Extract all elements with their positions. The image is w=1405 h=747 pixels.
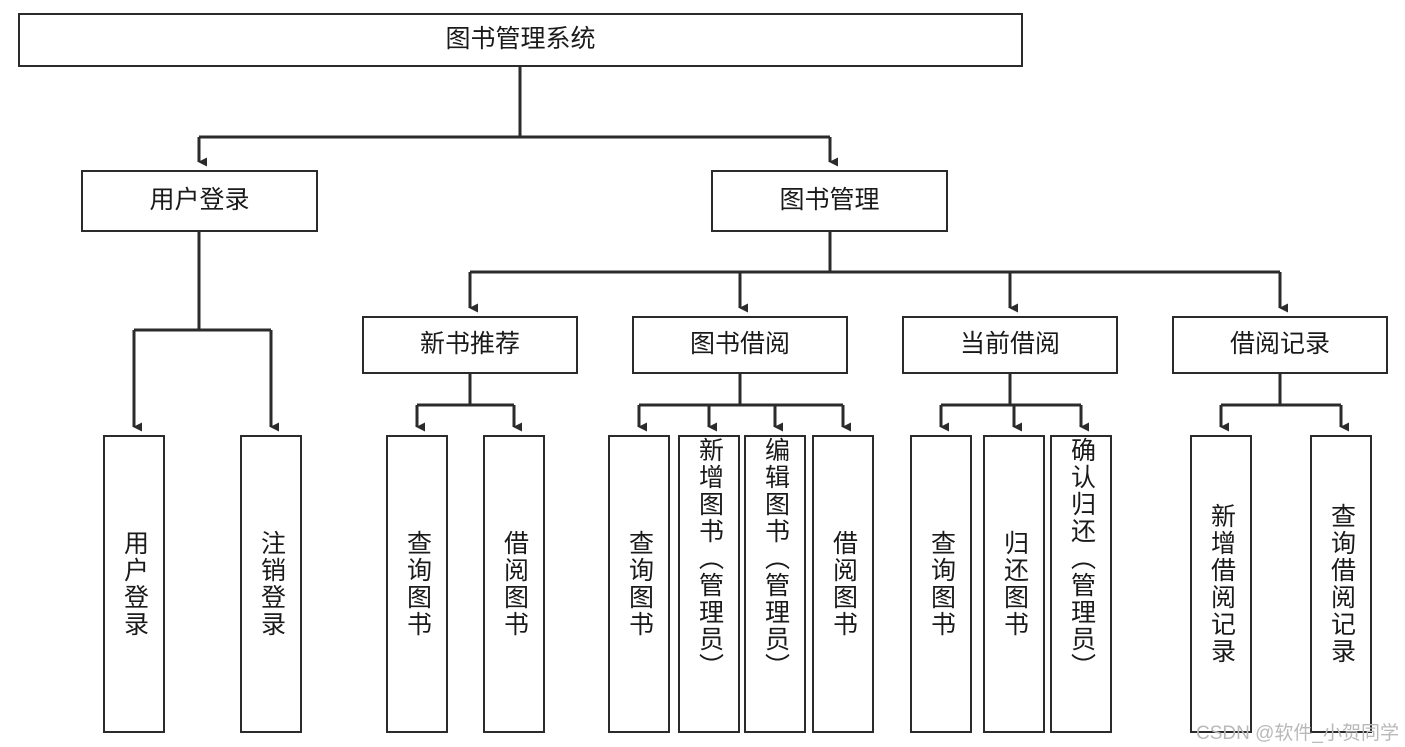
node-current-borrow-label: 当前借阅	[959, 330, 1060, 359]
node-leaf-add-borrow-record[interactable]: 新增借阅记录	[1190, 435, 1252, 733]
node-user-login-label: 用户登录	[149, 186, 250, 215]
node-leaf-add-book-admin[interactable]: 新增图书（管理员）	[678, 435, 740, 733]
node-root-label: 图书管理系统	[445, 25, 596, 54]
node-leaf-borrow-book[interactable]: 借阅图书	[812, 435, 874, 733]
node-leaf-edit-book-admin-label: 编辑图书（管理员）	[761, 437, 790, 680]
node-leaf-query-book-current[interactable]: 查询图书	[910, 435, 972, 733]
node-current-borrow[interactable]: 当前借阅	[902, 316, 1118, 374]
node-leaf-query-book-recommend-label: 查询图书	[403, 530, 432, 638]
node-leaf-logout-login-label: 注销登录	[257, 530, 286, 638]
node-root-system[interactable]: 图书管理系统	[18, 13, 1023, 67]
node-leaf-edit-book-admin[interactable]: 编辑图书（管理员）	[744, 435, 806, 733]
node-leaf-borrow-book-label: 借阅图书	[829, 530, 858, 638]
node-new-book-recommend-label: 新书推荐	[419, 330, 520, 359]
node-new-book-recommend[interactable]: 新书推荐	[362, 316, 578, 374]
node-leaf-borrow-book-recommend[interactable]: 借阅图书	[483, 435, 545, 733]
node-leaf-query-book-borrow[interactable]: 查询图书	[608, 435, 670, 733]
node-book-management-label: 图书管理	[779, 186, 880, 215]
node-book-borrow[interactable]: 图书借阅	[632, 316, 848, 374]
node-leaf-query-borrow-record-label: 查询借阅记录	[1327, 503, 1356, 665]
node-book-management[interactable]: 图书管理	[711, 170, 948, 232]
node-leaf-query-book-current-label: 查询图书	[927, 530, 956, 638]
node-borrow-record[interactable]: 借阅记录	[1172, 316, 1388, 374]
node-leaf-query-book-borrow-label: 查询图书	[625, 530, 654, 638]
node-book-borrow-label: 图书借阅	[689, 330, 790, 359]
node-user-login[interactable]: 用户登录	[81, 170, 318, 232]
node-leaf-query-borrow-record[interactable]: 查询借阅记录	[1310, 435, 1372, 733]
node-leaf-logout-login[interactable]: 注销登录	[240, 435, 302, 733]
node-leaf-user-login-label: 用户登录	[120, 530, 149, 638]
node-leaf-borrow-book-recommend-label: 借阅图书	[500, 530, 529, 638]
node-leaf-user-login[interactable]: 用户登录	[103, 435, 165, 733]
node-leaf-add-book-admin-label: 新增图书（管理员）	[695, 437, 724, 680]
node-leaf-return-book[interactable]: 归还图书	[983, 435, 1045, 733]
node-leaf-confirm-return-admin[interactable]: 确认归还（管理员）	[1050, 435, 1112, 733]
node-borrow-record-label: 借阅记录	[1229, 330, 1330, 359]
node-leaf-return-book-label: 归还图书	[1000, 530, 1029, 638]
node-leaf-confirm-return-admin-label: 确认归还（管理员）	[1067, 437, 1096, 680]
node-leaf-query-book-recommend[interactable]: 查询图书	[386, 435, 448, 733]
node-leaf-add-borrow-record-label: 新增借阅记录	[1207, 503, 1236, 665]
